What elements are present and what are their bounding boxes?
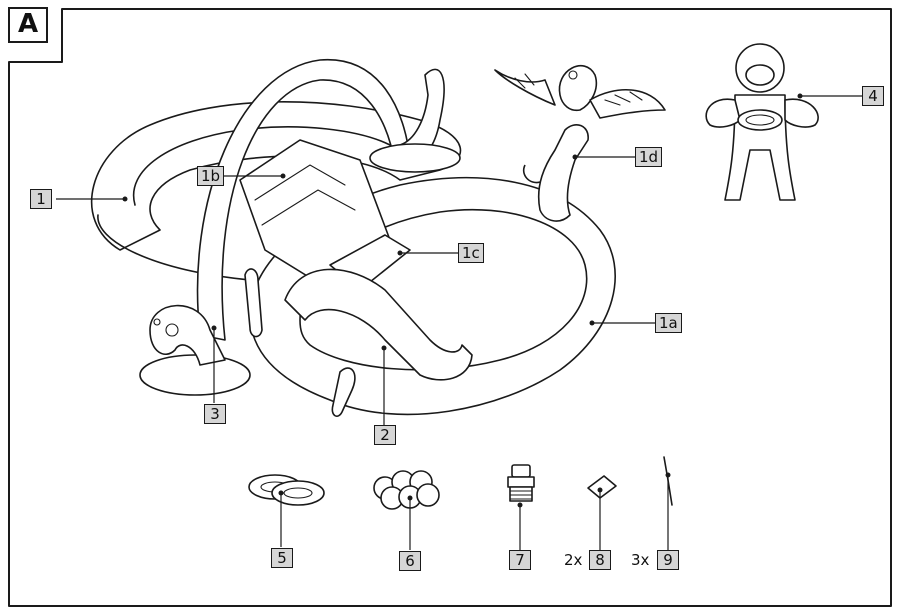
callout-6: 6 <box>399 551 421 571</box>
callout-5: 5 <box>271 548 293 568</box>
callout-1b: 1b <box>197 166 225 186</box>
parrot-1d <box>494 64 666 222</box>
callout-2: 2 <box>374 425 396 445</box>
callout-1c: 1c <box>458 243 484 263</box>
quantity-8: 2x <box>564 551 583 569</box>
callout-1a: 1a <box>655 313 682 333</box>
quantity-9: 3x <box>631 551 650 569</box>
callout-1: 1 <box>30 189 52 209</box>
ground-stake-8 <box>587 475 617 499</box>
snake-3 <box>139 304 251 396</box>
callout-1d: 1d <box>635 147 663 167</box>
arch-tube-1b <box>196 59 461 341</box>
callout-3: 3 <box>204 404 226 424</box>
figure-frame <box>8 8 892 607</box>
balls-6 <box>373 470 440 510</box>
callout-9: 9 <box>657 550 679 570</box>
leader-lines <box>56 93 862 550</box>
figure-letter: A <box>8 7 48 43</box>
callout-4: 4 <box>862 86 884 106</box>
sprinkler-tube-2 <box>244 268 473 417</box>
monkey-4 <box>705 43 819 201</box>
callout-7: 7 <box>509 550 531 570</box>
repair-patches-5 <box>248 474 325 506</box>
callout-8: 8 <box>589 550 611 570</box>
hose-adapter-7 <box>507 464 535 502</box>
